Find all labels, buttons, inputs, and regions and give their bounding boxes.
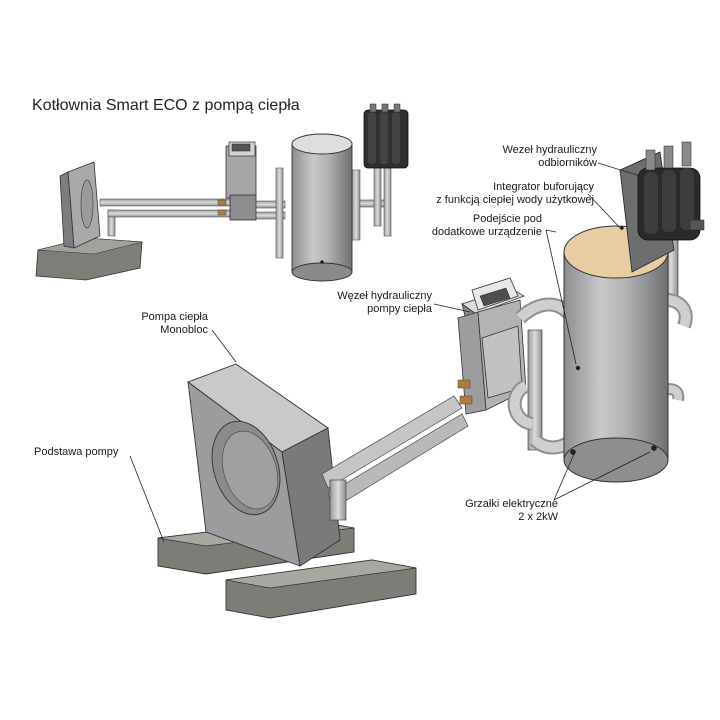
- diagram-title: Kotłownia Smart ECO z pompą ciepła: [32, 97, 300, 114]
- label-line: dodatkowe urządzenie: [431, 226, 542, 238]
- small-concrete-base: [35, 237, 143, 281]
- small-tank: [291, 133, 353, 282]
- buffer-tank: [563, 225, 669, 483]
- label-integrator: Integrator buforujący z funkcją ciepłej …: [404, 181, 594, 207]
- label-line: pompy ciepła: [367, 303, 432, 315]
- label-line: Monobloc: [160, 324, 208, 336]
- label-line: Węzeł hydrauliczny: [337, 290, 432, 302]
- small-manifold: [363, 103, 409, 169]
- label-line: Wezeł hydrauliczny: [502, 144, 597, 156]
- label-line: Grzałki elektryczne: [465, 498, 558, 510]
- label-wezel-odbiornikow: Wezeł hydrauliczny odbiorników: [489, 144, 597, 170]
- main-pipes: [321, 395, 469, 521]
- label-line: odbiorników: [538, 157, 597, 169]
- label-podejscie: Podejście pod dodatkowe urządzenie: [412, 213, 542, 239]
- label-podstawa: Podstawa pompy: [34, 446, 119, 458]
- label-line: 2 x 2kW: [518, 511, 558, 523]
- label-grzalki: Grzałki elektryczne 2 x 2kW: [440, 498, 558, 524]
- small-view: [35, 103, 409, 282]
- label-wezel-pompy: Węzeł hydrauliczny pompy ciepła: [322, 290, 432, 316]
- label-line: z funkcją ciepłej wody użytkowej: [436, 194, 594, 206]
- small-pipes: [99, 167, 392, 259]
- hydraulic-node: [457, 277, 527, 415]
- heat-pump-unit: [187, 363, 341, 567]
- label-line: Integrator buforujący: [493, 181, 594, 193]
- label-line: Podejście pod: [472, 213, 542, 225]
- small-heat-pump: [59, 161, 101, 249]
- label-line: Pompa ciepła: [141, 311, 208, 323]
- hydraulic-manifold: [619, 141, 705, 273]
- small-hydraulic-node: [217, 141, 257, 221]
- leader-lines: [129, 162, 651, 543]
- label-pompa: Pompa ciepła Monobloc: [118, 311, 208, 337]
